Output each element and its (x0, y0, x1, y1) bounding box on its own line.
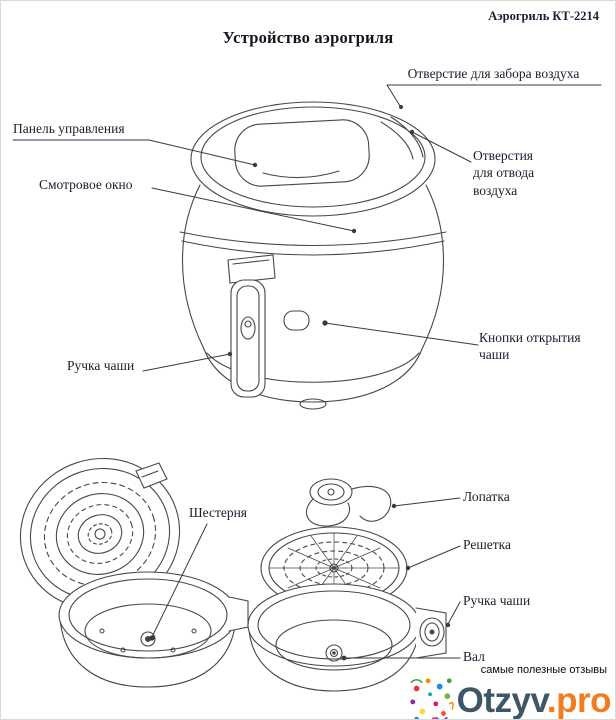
callout-paddle: Лопатка (463, 489, 510, 504)
parts-stack-art (247, 478, 447, 692)
callout-air-intake: Отверстие для забора воздуха (407, 66, 580, 81)
callout-viewing-window: Смотровое окно (39, 177, 133, 192)
callout-shaft: Вал (463, 649, 485, 664)
callout-control-panel: Панель управления (13, 121, 125, 136)
callout-grate: Решетка (463, 537, 511, 552)
watermark-brand-suffix: .pro (546, 680, 612, 720)
confetti-icon (409, 678, 454, 719)
callout-bowl-handle-parts: Ручка чаши (463, 593, 531, 608)
watermark-brand: Otzyv.pro (407, 675, 612, 720)
watermark-brand-name: Otzyv (456, 680, 548, 720)
watermark-tagline: самые полезные отзывы (477, 664, 610, 676)
leader-lines (12, 84, 602, 661)
diagram-title: Устройство аэрогриля (222, 28, 394, 47)
model-header: Аэрогриль КТ-2214 (488, 9, 599, 23)
lid-open-art (19, 457, 249, 688)
airfryer-assembled-art (179, 101, 447, 410)
callout-gear: Шестерня (189, 505, 248, 520)
callout-bowl-handle: Ручка чаши (67, 358, 135, 373)
callout-open-buttons: Кнопки открытия чаши (479, 330, 581, 363)
callout-air-outlet: Отверстия для отвода воздуха (473, 148, 535, 198)
